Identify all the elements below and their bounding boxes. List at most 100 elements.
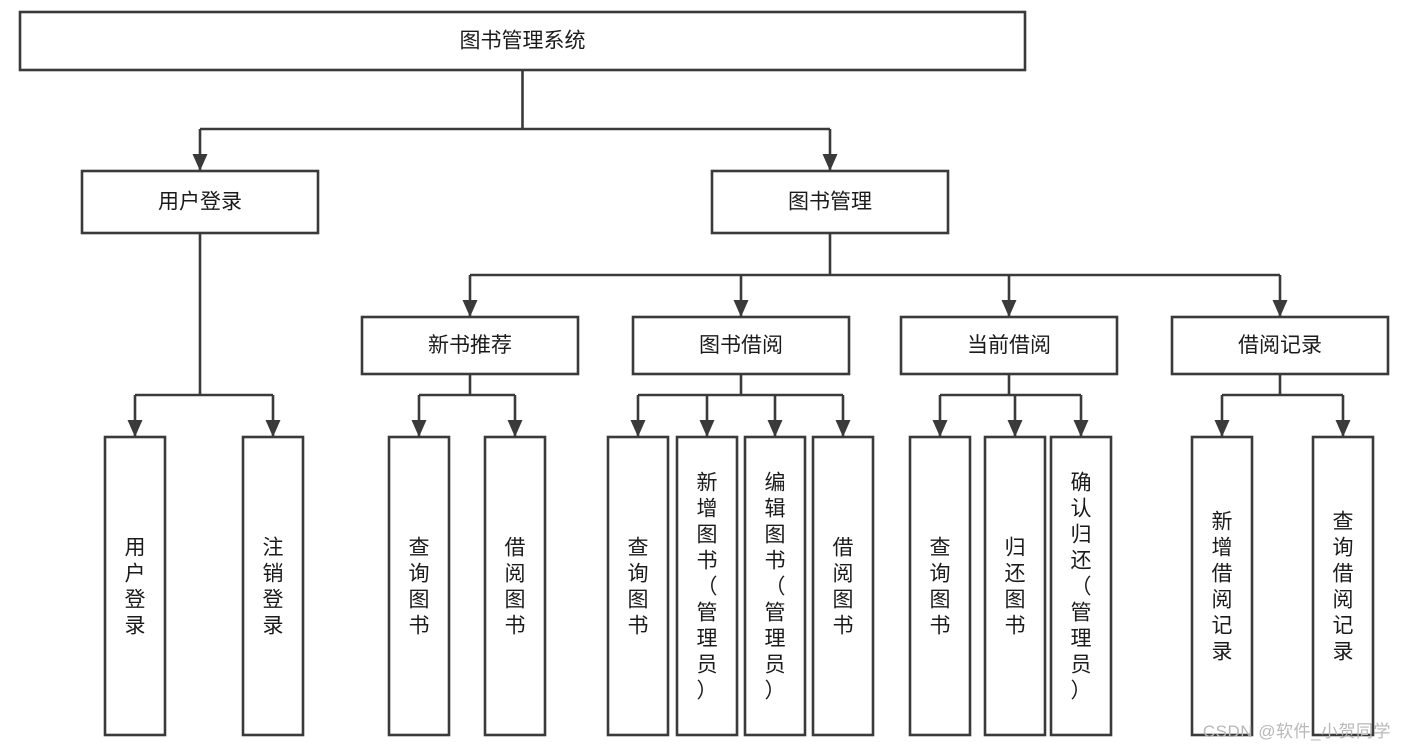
node-label-char: 书 (697, 549, 718, 572)
node-label-char: 员 (1071, 653, 1092, 676)
node-label-char: 查 (628, 536, 649, 559)
node-label-char: 录 (125, 614, 146, 637)
node-book-borrow[interactable]: 图书借阅 (631, 315, 851, 376)
node-label-char: 图 (765, 523, 786, 546)
node-label-char: 阅 (833, 562, 854, 585)
arrow-head-icon (411, 420, 427, 437)
node-label-char: 理 (1071, 627, 1092, 650)
node-label-char: 图 (1005, 588, 1026, 611)
arrow-head-icon (1073, 420, 1089, 437)
node-box-new-book-recommend (360, 315, 580, 376)
node-leaf-user-login[interactable]: 用户登录 (103, 435, 167, 737)
node-box-leaf-query-record (1311, 435, 1375, 737)
node-label-current-borrow: 当前借阅 (967, 334, 1051, 357)
node-book-manage[interactable]: 图书管理 (710, 169, 950, 235)
node-label-char: （ (697, 575, 718, 598)
node-new-book-recommend[interactable]: 新书推荐 (360, 315, 580, 376)
node-label-char: 确 (1071, 471, 1092, 494)
watermark-text: CSDN @软件_小贺同学 (1202, 722, 1391, 741)
node-label-char: （ (1071, 575, 1092, 598)
node-label-char: 归 (1005, 536, 1026, 559)
node-label-borrow-record: 借阅记录 (1238, 334, 1322, 357)
node-label-char: 录 (1212, 640, 1233, 663)
node-label-char: 记 (1212, 614, 1233, 637)
node-label-char: 录 (1333, 640, 1354, 663)
node-box-leaf-borrow-book-1 (483, 435, 547, 737)
node-label-char: 理 (697, 627, 718, 650)
arrow-head-icon (265, 420, 281, 437)
node-box-user-login (80, 169, 320, 235)
node-box-book-borrow (631, 315, 851, 376)
node-label-char: 管 (765, 601, 786, 624)
node-label-char: 询 (1333, 536, 1354, 559)
arrow-head-icon (1007, 420, 1023, 437)
arrow-head-icon (835, 420, 851, 437)
node-current-borrow[interactable]: 当前借阅 (899, 315, 1119, 376)
node-box-leaf-add-book (675, 435, 739, 737)
arrow-head-icon (767, 420, 783, 437)
node-root[interactable]: 图书管理系统 (18, 10, 1027, 72)
node-label-char: 书 (409, 614, 430, 637)
node-label-char: 书 (930, 614, 951, 637)
node-label-char: 归 (1071, 523, 1092, 546)
node-label-char: 用 (125, 536, 146, 559)
node-label-char: 辑 (765, 497, 786, 520)
node-label-char: 注 (263, 536, 284, 559)
node-label-char: （ (765, 575, 786, 598)
node-label-char: 书 (833, 614, 854, 637)
arrow-head-icon (1272, 300, 1288, 317)
node-box-borrow-record (1170, 315, 1390, 376)
node-box-leaf-confirm-return (1049, 435, 1113, 737)
arrow-head-icon (192, 154, 208, 171)
arrow-head-icon (507, 420, 523, 437)
node-label-new-book-recommend: 新书推荐 (428, 334, 512, 357)
node-label-char: 认 (1071, 497, 1092, 520)
node-box-leaf-query-book-1 (387, 435, 451, 737)
arrow-head-icon (127, 420, 143, 437)
node-box-leaf-borrow-book-2 (811, 435, 875, 737)
node-label-char: 图 (505, 588, 526, 611)
node-label-char: 户 (125, 562, 146, 585)
node-label-char: 管 (697, 601, 718, 624)
node-box-leaf-query-book-2 (606, 435, 670, 737)
node-label-char: 编 (765, 471, 786, 494)
node-label-char: 员 (697, 653, 718, 676)
arrow-head-icon (733, 300, 749, 317)
node-label-char: 登 (263, 588, 284, 611)
node-borrow-record[interactable]: 借阅记录 (1170, 315, 1390, 376)
node-label-user-login: 用户登录 (158, 191, 242, 214)
node-user-login[interactable]: 用户登录 (80, 169, 320, 235)
node-label-char: 借 (833, 536, 854, 559)
node-label-char: 销 (263, 562, 284, 585)
node-label-char: 询 (930, 562, 951, 585)
node-label-char: 阅 (1333, 588, 1354, 611)
node-label-char: 图 (930, 588, 951, 611)
node-label-char: 查 (930, 536, 951, 559)
arrow-head-icon (1335, 420, 1351, 437)
node-label-char: 询 (628, 562, 649, 585)
node-label-char: 增 (1212, 536, 1233, 559)
node-label-char: 阅 (505, 562, 526, 585)
node-label-char: 查 (1333, 510, 1354, 533)
arrow-head-icon (1214, 420, 1230, 437)
node-label-char: 借 (1333, 562, 1354, 585)
node-label-char: 借 (505, 536, 526, 559)
node-label-char: 书 (1005, 614, 1026, 637)
node-layer: 图书管理系统用户登录图书管理新书推荐图书借阅当前借阅借阅记录用户登录注销登录查询… (18, 10, 1390, 737)
node-label-char: 登 (125, 588, 146, 611)
node-box-leaf-add-record (1190, 435, 1254, 737)
node-label-char: 理 (765, 627, 786, 650)
node-label-char: ） (765, 679, 786, 702)
